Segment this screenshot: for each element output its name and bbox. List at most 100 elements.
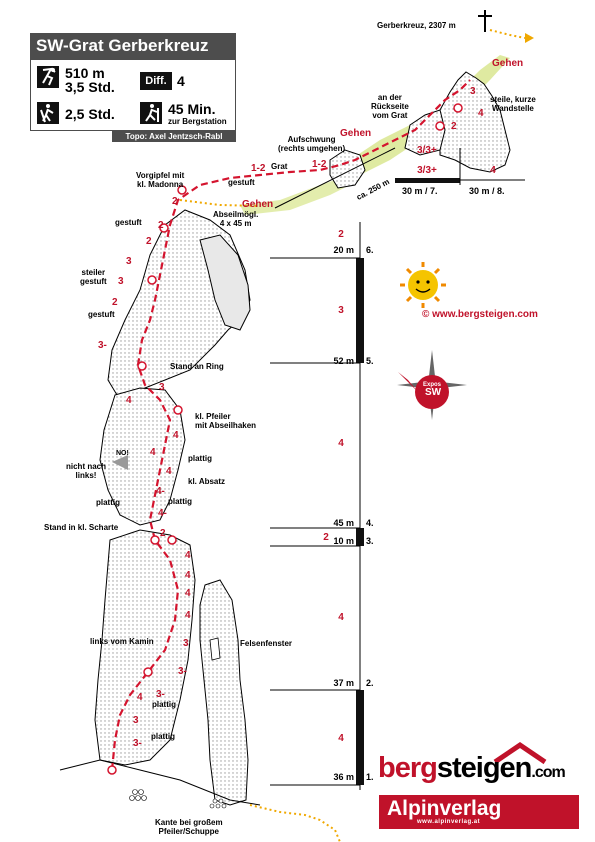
website-link[interactable]: © www.bergsteigen.com <box>422 309 538 320</box>
summit-block-left <box>404 109 446 156</box>
route-grade: 4 <box>185 570 191 581</box>
route-grade: 3/3+ <box>417 145 437 156</box>
pitch-length: 20 m <box>333 245 354 255</box>
difficulty-value: 4 <box>177 73 185 89</box>
bergsteigen-logo: bergsteigen.com <box>378 752 566 785</box>
upper-pitch-grade: 3/3+ <box>417 165 437 176</box>
pitch-grade: 2 <box>338 229 344 240</box>
grat-label: Grat <box>271 162 288 171</box>
route-grade: 1-2 <box>251 163 266 174</box>
climber-icon <box>37 66 59 88</box>
lower-tower <box>94 529 196 766</box>
pitch-length: 36 m <box>333 772 354 782</box>
kl-pfeiler-label: kl. Pfeiler mit Abseilhaken <box>195 412 257 430</box>
topo-credit: Topo: Axel Jentzsch-Rabl <box>112 131 236 142</box>
ground-line <box>59 759 261 806</box>
pitch-grade: 4 <box>338 612 344 623</box>
climbing-route <box>110 79 471 771</box>
route-grade: 4 <box>126 395 132 406</box>
route-grade: 2 <box>112 297 118 308</box>
route-grade: 3 <box>126 256 132 267</box>
gestuft-label-2: gestuft <box>88 310 115 319</box>
route-grade: 2 <box>158 220 164 231</box>
summit-rocks <box>439 71 511 173</box>
route-grade: 4 <box>150 447 156 458</box>
pitch-length: 52 m <box>333 356 354 366</box>
route-grade: 4 <box>137 692 143 703</box>
climb-time: 3,5 Std. <box>65 79 115 95</box>
belay-stands <box>107 103 463 775</box>
summit-label: Gerberkreuz, 2307 m <box>377 21 456 30</box>
stand-number: 3. <box>366 536 374 546</box>
stand-number: 1. <box>366 772 374 782</box>
summit-arrow-icon <box>525 33 534 43</box>
bergsteigen-logo-part: berg <box>378 752 438 784</box>
return-time: 45 Min. <box>168 101 216 117</box>
pitch-grade: 2 <box>323 532 329 543</box>
plattig-label-4: plattig <box>152 700 176 709</box>
gestuft-label-1: gestuft <box>115 218 142 227</box>
route-grade: 2 <box>172 196 178 207</box>
route-grade: 3- <box>178 666 187 677</box>
bergsteigen-logo-part: .com <box>531 764 565 781</box>
route-grade: 2 <box>451 121 457 132</box>
upper-pitch-scale <box>395 148 525 185</box>
upper-pitch-length: 30 m / 7. <box>402 186 438 196</box>
rueckseite-label: an der Rückseite vom Grat <box>371 93 409 120</box>
compass-expos-label: Expos <box>423 382 442 388</box>
route-grade: 3- <box>156 689 165 700</box>
stand-number: 2. <box>366 678 374 688</box>
route-grade: 3 <box>133 715 139 726</box>
route-grade: 1-2 <box>312 159 327 170</box>
pitch-length: 37 m <box>333 678 354 688</box>
links-kamin-label: links vom Kamin <box>90 637 154 646</box>
scree-icon <box>129 789 227 809</box>
route-title: SW-Grat Gerberkreuz <box>30 33 236 59</box>
route-grade: 4 <box>185 550 191 561</box>
route-grade: 2 <box>160 528 166 539</box>
route-info-box: 510 m 3,5 Std. Diff. 4 2,5 Std. 45 Min. … <box>30 59 236 131</box>
route-grade: 3 <box>470 86 476 97</box>
felsenfenster-label: Felsenfenster <box>240 639 293 648</box>
difficulty-badge: Diff. <box>140 72 172 90</box>
stand-number: 6. <box>366 245 374 255</box>
route-grade: 4- <box>158 508 167 519</box>
upper-pitch-length: 30 m / 8. <box>469 186 505 196</box>
route-grade: 4 <box>185 588 191 599</box>
plattig-label-5: plattig <box>151 732 175 741</box>
route-grade: 2 <box>146 236 152 247</box>
sun-logo-icon <box>400 262 446 308</box>
steiler-gestuft-label: steiler gestuft <box>80 268 107 286</box>
compass-sw-label: SW <box>425 387 442 398</box>
aufschwung-label: Aufschwung (rechts umgehen) <box>278 135 346 153</box>
pitch-length: 10 m <box>333 536 354 546</box>
pitch-grade: 4 <box>338 733 344 744</box>
plattig-label-3: plattig <box>168 497 192 506</box>
pitch-length: 45 m <box>333 518 354 528</box>
route-grade: 4 <box>478 108 484 119</box>
alpinverlag-url: www.alpinverlag.at <box>417 819 481 825</box>
nicht-links-label: nicht nach links! <box>66 462 107 480</box>
distance-line <box>274 147 396 209</box>
approach-time: 2,5 Std. <box>65 106 115 122</box>
descent-hiker-icon <box>140 102 162 124</box>
gestuft-top-label: gestuft <box>228 178 255 187</box>
route-grade: 3- <box>133 738 142 749</box>
pitch-scale <box>270 222 364 790</box>
route-grade: 3 <box>159 382 165 393</box>
rock-window <box>209 637 221 661</box>
upper-pitch-grade: 4 <box>490 165 496 176</box>
pillar-schuppe <box>199 579 249 806</box>
pitch-grade: 4 <box>338 438 344 449</box>
pitch-grade: 3 <box>338 305 344 316</box>
stand-ring-label: Stand an Ring <box>170 362 224 371</box>
no-arrow-icon <box>112 455 128 470</box>
bergsteigen-logo-part: steigen <box>436 752 533 784</box>
route-grade: 4 <box>185 610 191 621</box>
gehen-label-low: Gehen <box>242 199 274 210</box>
approach-path <box>249 804 341 842</box>
route-grade: 3 <box>183 638 189 649</box>
abseil-label: Abseilmögl. 4 x 45 m <box>213 210 259 228</box>
descent-path <box>179 199 261 207</box>
